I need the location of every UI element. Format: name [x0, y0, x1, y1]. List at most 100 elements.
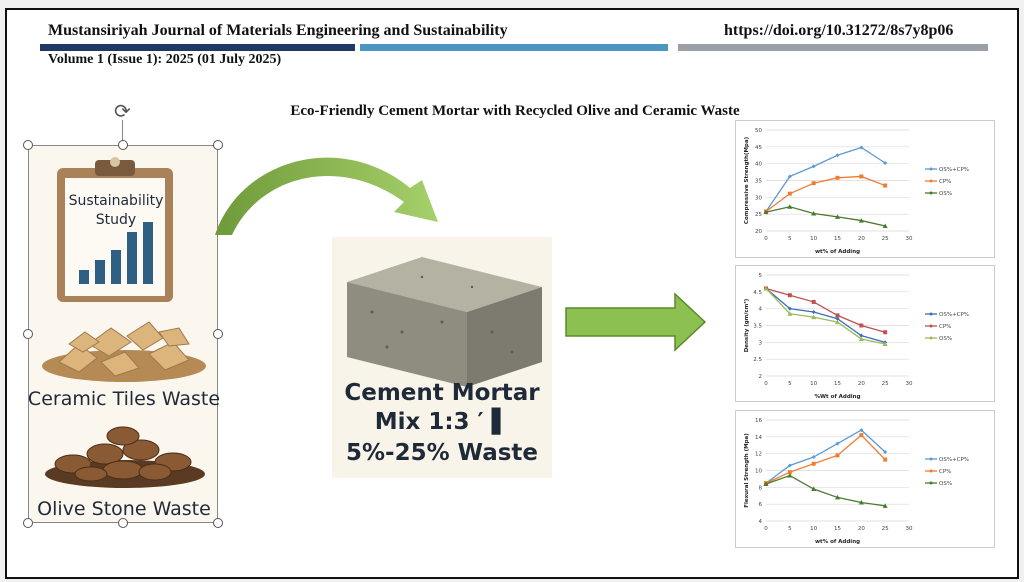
x-axis-label: wt% of Adding: [815, 539, 860, 545]
data-point: [787, 463, 792, 468]
ceramic-tiles-label: Ceramic Tiles Waste: [27, 388, 221, 410]
header-bar-navy: [40, 44, 355, 51]
x-tick-label: 10: [810, 381, 817, 387]
data-point: [835, 175, 840, 180]
data-point: [883, 330, 888, 335]
data-point: [883, 160, 888, 165]
x-tick-label: 15: [834, 236, 841, 242]
legend-label: CP%: [939, 469, 951, 475]
data-point: [811, 164, 816, 169]
y-tick-label: 40: [755, 162, 762, 168]
series-line: [765, 434, 886, 484]
y-tick-label: 3.5: [753, 324, 762, 330]
legend-marker: [929, 191, 933, 195]
data-point: [811, 455, 816, 460]
x-tick-label: 20: [858, 236, 865, 242]
y-axis-label: Density (gm/cm³): [743, 298, 750, 352]
cement-block-icon: [347, 257, 542, 387]
legend-marker: [929, 336, 933, 340]
legend-marker: [929, 312, 933, 316]
resize-handle-nw[interactable]: [23, 140, 33, 150]
legend-marker: [929, 167, 933, 171]
center-line-3: 5%-25% Waste: [345, 440, 538, 466]
selected-image-group[interactable]: Sustainability Study Ceramic Tiles Waste…: [28, 145, 220, 523]
y-tick-label: 5: [759, 273, 763, 279]
legend-marker: [929, 324, 933, 328]
y-tick-label: 50: [755, 128, 762, 134]
x-tick-label: 25: [882, 236, 889, 242]
y-tick-label: 45: [755, 145, 762, 151]
resize-handle-ne[interactable]: [213, 140, 223, 150]
y-tick-label: 12: [755, 452, 762, 458]
x-tick-label: 15: [834, 526, 841, 532]
data-point: [787, 473, 793, 478]
x-tick-label: 10: [810, 236, 817, 242]
data-point: [811, 210, 817, 216]
series-line: [765, 206, 886, 227]
data-point: [787, 191, 792, 196]
data-point: [882, 341, 888, 347]
resize-handle-se[interactable]: [213, 518, 223, 528]
data-point: [882, 503, 888, 508]
x-tick-label: 20: [858, 381, 865, 387]
legend-label: CP%: [939, 179, 951, 185]
y-tick-label: 14: [755, 435, 762, 441]
y-tick-label: 4: [759, 307, 763, 313]
resize-handle-s[interactable]: [118, 518, 128, 528]
data-point: [835, 441, 840, 446]
y-tick-label: 20: [755, 229, 762, 235]
data-point: [883, 457, 888, 462]
x-tick-label: 0: [764, 526, 768, 532]
data-point: [859, 333, 864, 338]
olive-stone-label: Olive Stone Waste: [37, 498, 211, 520]
data-point: [811, 181, 816, 186]
series-line: [765, 175, 886, 212]
data-point: [811, 486, 817, 492]
x-axis-label: %Wt of Adding: [814, 394, 860, 400]
x-tick-label: 30: [906, 236, 913, 242]
series-line: [765, 474, 886, 507]
y-axis-label: Flexural Strength (Mpa): [744, 433, 750, 508]
rotate-handle-icon[interactable]: ⟳: [114, 99, 131, 123]
x-tick-label: 5: [788, 236, 792, 242]
legend-marker: [929, 481, 933, 485]
legend-marker: [929, 179, 933, 183]
legend-label: CP%: [939, 324, 951, 330]
doi-link[interactable]: https://doi.org/10.31272/8s7y8p06: [724, 22, 954, 39]
resize-handle-n[interactable]: [118, 140, 128, 150]
ceramic-tiles-pile-icon: [42, 321, 206, 382]
data-point: [835, 494, 840, 500]
data-point: [858, 336, 864, 341]
x-tick-label: 0: [764, 236, 768, 242]
x-tick-label: 5: [788, 526, 792, 532]
header-bar-blue: [360, 44, 668, 51]
data-point: [835, 313, 840, 318]
resize-handle-sw[interactable]: [23, 518, 33, 528]
y-tick-label: 4: [759, 519, 763, 525]
legend-label: OS%+CP%: [939, 457, 969, 463]
y-tick-label: 25: [755, 212, 762, 218]
y-tick-label: 2.5: [753, 357, 762, 363]
data-point: [763, 209, 769, 215]
x-tick-label: 15: [834, 381, 841, 387]
y-tick-label: 8: [759, 485, 763, 491]
resize-handle-e[interactable]: [213, 329, 223, 339]
rotate-handle-line: [122, 120, 123, 145]
resize-handle-w[interactable]: [23, 329, 33, 339]
series-line: [765, 429, 886, 484]
data-point: [835, 316, 840, 321]
data-point: [859, 433, 864, 438]
series-line: [765, 288, 886, 345]
series-line: [765, 287, 886, 343]
y-tick-label: 30: [755, 195, 762, 201]
curved-arrow-icon: [215, 157, 438, 235]
legend-label: OS%: [939, 481, 952, 487]
data-point: [835, 453, 840, 458]
legend-label: OS%+CP%: [939, 167, 969, 173]
journal-title: Mustansiriyah Journal of Materials Engin…: [48, 22, 508, 39]
data-point: [787, 293, 792, 298]
right-arrow-icon: [565, 292, 707, 352]
